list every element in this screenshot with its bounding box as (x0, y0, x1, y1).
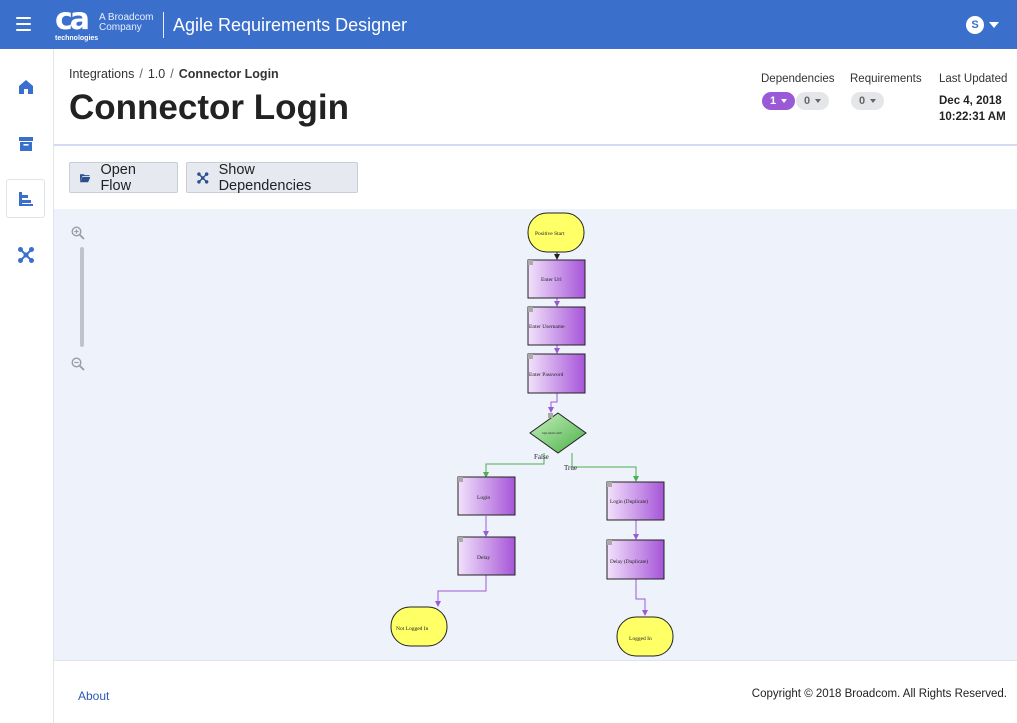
sidebar-item-archive[interactable] (6, 124, 45, 163)
node-label: Logged In (629, 636, 652, 642)
node-enter-username[interactable]: Enter Username (527, 306, 586, 346)
flow-edges (435, 252, 648, 616)
dependencies-label: Dependencies (761, 73, 835, 85)
node-label: Not Logged In (396, 626, 429, 632)
logo-subtext: technologies (55, 35, 99, 42)
company-line-2: Company (99, 22, 142, 33)
logo-text: ca (55, 2, 90, 37)
last-updated-value: Dec 4, 2018 10:22:31 AM (939, 93, 1006, 125)
edge-delaydup-loggedin (635, 579, 648, 616)
dependents-count: 0 (804, 95, 811, 107)
node-login[interactable]: Login (457, 476, 516, 516)
breadcrumb-separator: / (139, 67, 143, 81)
show-dependencies-label: Show Dependencies (218, 161, 312, 194)
archive-icon (18, 136, 33, 151)
network-icon (197, 171, 209, 184)
caret-down-icon (870, 99, 877, 103)
edge-delay-notloggedin (435, 575, 487, 607)
about-link[interactable]: About (78, 689, 110, 703)
edge-decision-true (571, 453, 639, 482)
sidebar-item-home[interactable] (6, 67, 45, 106)
node-label: Delay (477, 555, 490, 561)
requirements-count: 0 (859, 95, 866, 107)
company-text: A Broadcom Company (99, 13, 153, 33)
dependents-count-pill[interactable]: 0 (796, 92, 830, 110)
node-label: Enter Url (541, 277, 562, 283)
last-updated-date: Dec 4, 2018 (939, 95, 1002, 107)
ca-logo: ca technologies (55, 2, 99, 44)
page-title: Connector Login (69, 88, 349, 127)
node-label: Login (Duplicate) (610, 498, 648, 505)
zoom-in-icon[interactable] (71, 226, 85, 240)
top-bar: ca technologies A Broadcom Company Agile… (0, 0, 1017, 49)
sidebar (0, 49, 54, 723)
zoom-out-icon[interactable] (71, 357, 85, 371)
flow-diagram: False True Positive Start Enter Url Ente… (390, 212, 674, 657)
node-label: login details valid? (542, 432, 563, 435)
sidebar-item-dependencies[interactable] (6, 235, 45, 274)
node-positive-start[interactable]: Positive Start (527, 212, 585, 253)
node-label: Enter Password (529, 372, 564, 378)
node-label: Login (477, 495, 490, 501)
node-label: Positive Start (535, 231, 565, 237)
edge-label-true: True (564, 464, 577, 472)
edge-decision-false (483, 453, 545, 478)
node-delay-duplicate[interactable]: Delay (Duplicate) (606, 539, 665, 580)
flow-tree-icon (18, 191, 33, 206)
edge-label-false: False (534, 453, 549, 461)
edge-password-decision (548, 393, 558, 413)
zoom-slider[interactable] (80, 247, 84, 347)
header-divider (163, 12, 164, 38)
node-logged-in[interactable]: Logged In (616, 616, 674, 657)
folder-open-icon (80, 173, 91, 182)
node-enter-url[interactable]: Enter Url (527, 259, 586, 299)
node-enter-password[interactable]: Enter Password (527, 353, 586, 394)
home-icon (18, 79, 33, 94)
node-decision[interactable]: login details valid? (529, 412, 587, 454)
breadcrumb: Integrations / 1.0 / Connector Login (69, 67, 279, 81)
last-updated-time: 10:22:31 AM (939, 111, 1006, 123)
breadcrumb-current: Connector Login (178, 67, 279, 81)
node-not-logged-in[interactable]: Not Logged In (390, 606, 448, 647)
user-menu-caret-icon[interactable] (989, 22, 999, 28)
user-avatar[interactable]: S (966, 16, 984, 34)
node-label: Enter Username (529, 324, 565, 330)
dependencies-count-pill[interactable]: 1 (762, 92, 796, 110)
caret-down-icon (815, 99, 822, 103)
breadcrumb-separator: / (170, 67, 174, 81)
last-updated-label: Last Updated (939, 73, 1008, 85)
menu-icon[interactable] (16, 17, 31, 31)
dependencies-count: 1 (770, 95, 777, 107)
requirements-label: Requirements (850, 73, 922, 85)
breadcrumb-item-integrations[interactable]: Integrations (69, 67, 135, 81)
caret-down-icon (781, 99, 788, 103)
requirements-count-pill[interactable]: 0 (851, 92, 885, 110)
copyright-text: Copyright © 2018 Broadcom. All Rights Re… (751, 688, 1007, 700)
footer: About Copyright © 2018 Broadcom. All Rig… (54, 660, 1017, 723)
node-label: Delay (Duplicate) (610, 558, 648, 565)
header-divider-line (54, 144, 1017, 146)
sidebar-item-flows[interactable] (6, 179, 45, 218)
node-delay[interactable]: Delay (457, 536, 516, 576)
app-title: Agile Requirements Designer (173, 15, 408, 35)
toolbar: Open Flow Show Dependencies (54, 146, 1017, 209)
company-line-1: A Broadcom (99, 12, 154, 23)
node-login-duplicate[interactable]: Login (Duplicate) (606, 481, 665, 521)
breadcrumb-item-version[interactable]: 1.0 (147, 67, 166, 81)
open-flow-label: Open Flow (100, 161, 136, 194)
network-icon (17, 246, 34, 263)
show-dependencies-button[interactable]: Show Dependencies (186, 161, 358, 194)
flow-canvas[interactable]: False True Positive Start Enter Url Ente… (54, 209, 1017, 660)
open-flow-button[interactable]: Open Flow (69, 161, 178, 194)
